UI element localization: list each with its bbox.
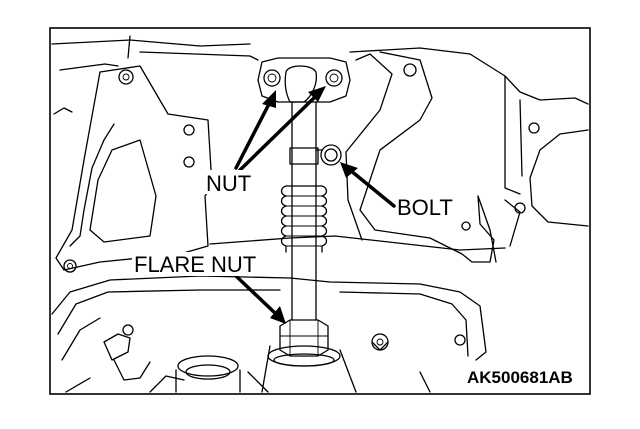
nut-pointers [234, 86, 326, 172]
flare-nut-label: FLARE NUT [134, 252, 256, 277]
engine-block-outline [51, 35, 589, 273]
oil-pan-outline [51, 275, 487, 393]
flare-nut-pointer [234, 274, 286, 324]
shift-cable-assembly [257, 57, 351, 367]
figure-id-label: AK500681AB [467, 368, 573, 387]
bolt-pointer [340, 162, 396, 208]
nut-label: NUT [206, 171, 251, 196]
bolt-label: BOLT [397, 195, 453, 220]
figure-border [49, 27, 591, 395]
